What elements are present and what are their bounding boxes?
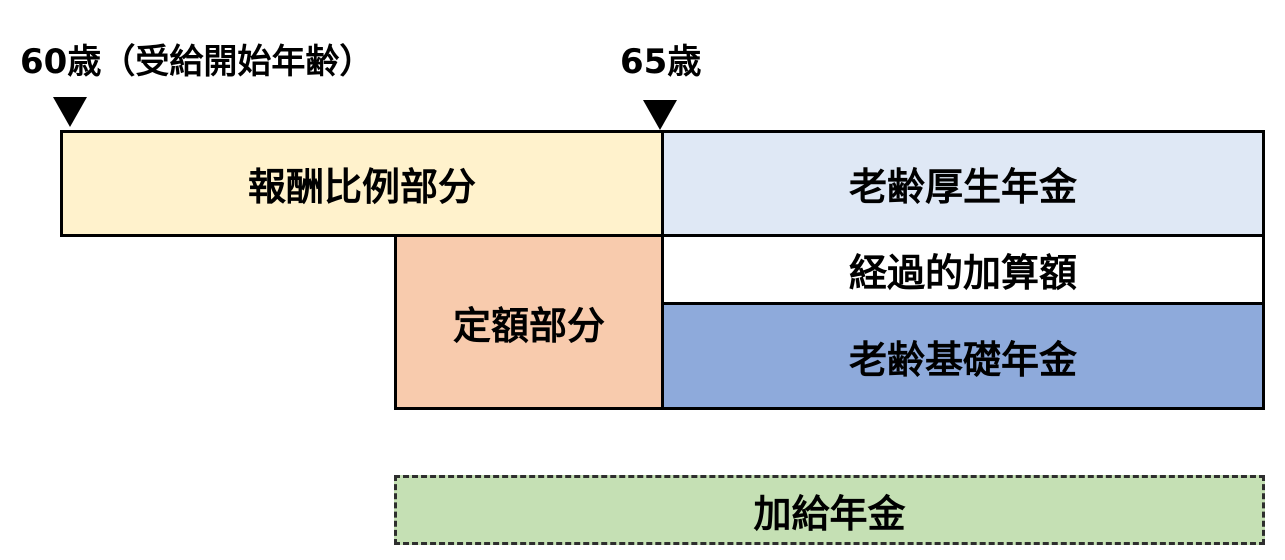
age-65-marker-icon	[643, 100, 677, 130]
block-hoshu-hirei-label: 報酬比例部分	[247, 165, 476, 209]
age-65-label: 65歳	[620, 42, 702, 82]
block-teigaku: 定額部分	[394, 234, 664, 410]
age-60-marker-icon	[53, 97, 87, 127]
block-rorei-kosei-label: 老齢厚生年金	[848, 165, 1077, 209]
block-rorei-kiso: 老齢基礎年金	[661, 302, 1265, 410]
block-hoshu-hirei: 報酬比例部分	[60, 130, 664, 237]
block-kakyu-nenkin-label: 加給年金	[753, 491, 906, 536]
age-60-start-label: 60歳（受給開始年齢）	[20, 42, 374, 82]
block-keika-kasan: 経過的加算額	[661, 234, 1265, 305]
block-keika-kasan-label: 経過的加算額	[848, 251, 1077, 295]
block-teigaku-label: 定額部分	[452, 303, 605, 348]
block-rorei-kiso-label: 老齢基礎年金	[848, 337, 1077, 382]
block-rorei-kosei: 老齢厚生年金	[661, 130, 1265, 237]
block-kakyu-nenkin: 加給年金	[394, 475, 1265, 545]
